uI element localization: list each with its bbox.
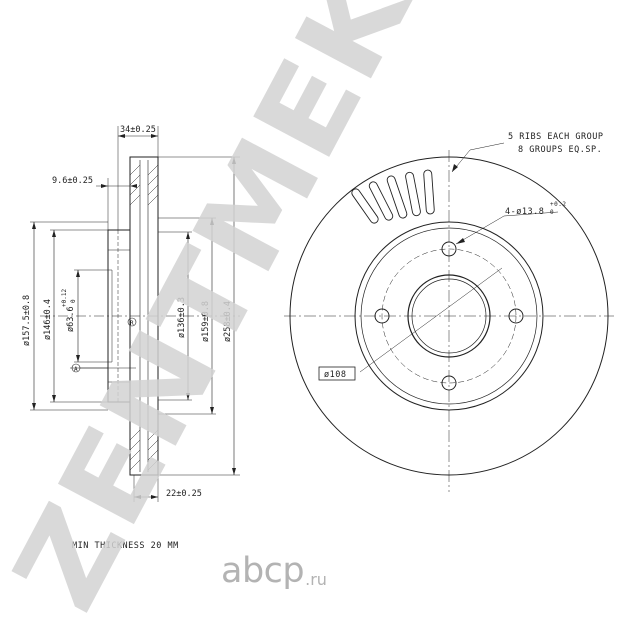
- ribs-note-line-2: 8 GROUPS EQ.SP.: [518, 145, 602, 155]
- footer-site-name: abcp: [221, 551, 305, 591]
- holes-tol-low: 0: [550, 209, 554, 216]
- dim-d-center-tol-low: 0: [70, 299, 77, 303]
- section-hatch-top: [129, 164, 159, 206]
- datum-r-marker: [127, 317, 137, 327]
- dimension-arrows: [32, 134, 236, 499]
- dim-friction-ring: 22±0.25: [166, 489, 202, 499]
- min-thickness-note: MIN THICKNESS 20 MM: [72, 541, 179, 551]
- datum-a-label: A: [74, 366, 78, 373]
- dim-d-hat: ø146±0.4: [43, 299, 53, 340]
- pcd-label-box: [318, 366, 356, 381]
- holes-tol-up: +0.2: [550, 201, 566, 208]
- front-view: [284, 142, 614, 492]
- dim-d-outer: ø258±0.4: [223, 301, 233, 342]
- footer-site-tld: .ru: [305, 570, 327, 589]
- dim-d-outer-hat: ø157.5±0.8: [22, 295, 32, 346]
- ribs-note-line-1: 5 RIBS EACH GROUP: [508, 132, 604, 142]
- dim-hat-offset: 9.6±0.25: [52, 176, 93, 186]
- dim-d-vent: ø159±0.8: [201, 301, 211, 342]
- dim-width-total: 34±0.25: [120, 125, 156, 135]
- dim-d-center-tol: +0.12: [61, 289, 68, 307]
- front-arrows: [452, 164, 465, 244]
- footer-logo: abcp .ru: [221, 551, 327, 591]
- side-view: [30, 126, 240, 502]
- dim-d-inner: ø136±0.3: [177, 297, 187, 338]
- section-hatch-bottom: [129, 429, 159, 471]
- pcd-label: ø108: [324, 370, 346, 380]
- holes-note: 4-ø13.8: [505, 207, 544, 217]
- dim-d-center: ø63.6: [66, 306, 76, 332]
- datum-r-label: R: [130, 320, 134, 327]
- datum-a-marker: [71, 363, 81, 373]
- cooling-ribs: [351, 169, 435, 224]
